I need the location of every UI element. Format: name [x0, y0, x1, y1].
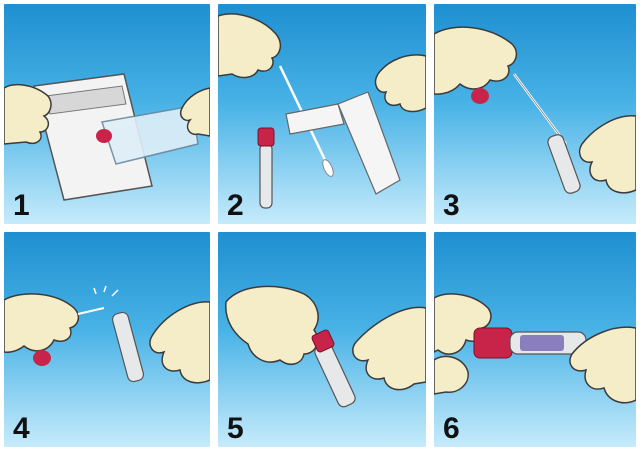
swab-icon: [514, 74, 566, 144]
tube-cap-icon: [474, 328, 512, 358]
step-3-illustration: [434, 4, 636, 224]
collection-tube-icon: [546, 133, 582, 195]
step-panel-2: 2: [218, 4, 426, 224]
step-2-illustration: [218, 4, 426, 224]
glove-hand-icon: [580, 116, 636, 193]
glove-hand-icon: [218, 14, 280, 77]
glove-hand-icon: [376, 55, 426, 112]
glove-hand-icon: [4, 85, 51, 144]
step-panel-5: 5: [218, 232, 426, 447]
step-panel-4: 4: [4, 232, 210, 447]
glove-hand-icon: [226, 286, 318, 364]
step-4-illustration: [4, 232, 210, 447]
collection-tube-icon: [311, 329, 357, 409]
collection-tube-icon: [111, 311, 145, 383]
step-number: 1: [13, 189, 30, 223]
step-6-illustration: [434, 232, 636, 447]
step-panel-6: 6: [434, 232, 636, 447]
step-number: 6: [443, 412, 460, 446]
swab-package-icon: [34, 74, 198, 200]
glove-hand-icon: [4, 294, 78, 366]
glove-hand-icon: [150, 302, 210, 383]
step-5-illustration: [218, 232, 426, 447]
swab-package-icon: [286, 92, 400, 194]
step-number: 5: [227, 412, 244, 446]
step-number: 2: [227, 189, 244, 223]
step-panel-1: 1: [4, 4, 210, 224]
glove-hand-icon: [434, 27, 516, 104]
step-1-illustration: [4, 4, 210, 224]
step-number: 3: [443, 189, 460, 223]
step-panel-3: 3: [434, 4, 636, 224]
glove-hand-icon: [353, 307, 426, 389]
collection-tube-icon: [258, 128, 274, 208]
swab-icon: [78, 286, 118, 314]
step-number: 4: [13, 412, 30, 446]
